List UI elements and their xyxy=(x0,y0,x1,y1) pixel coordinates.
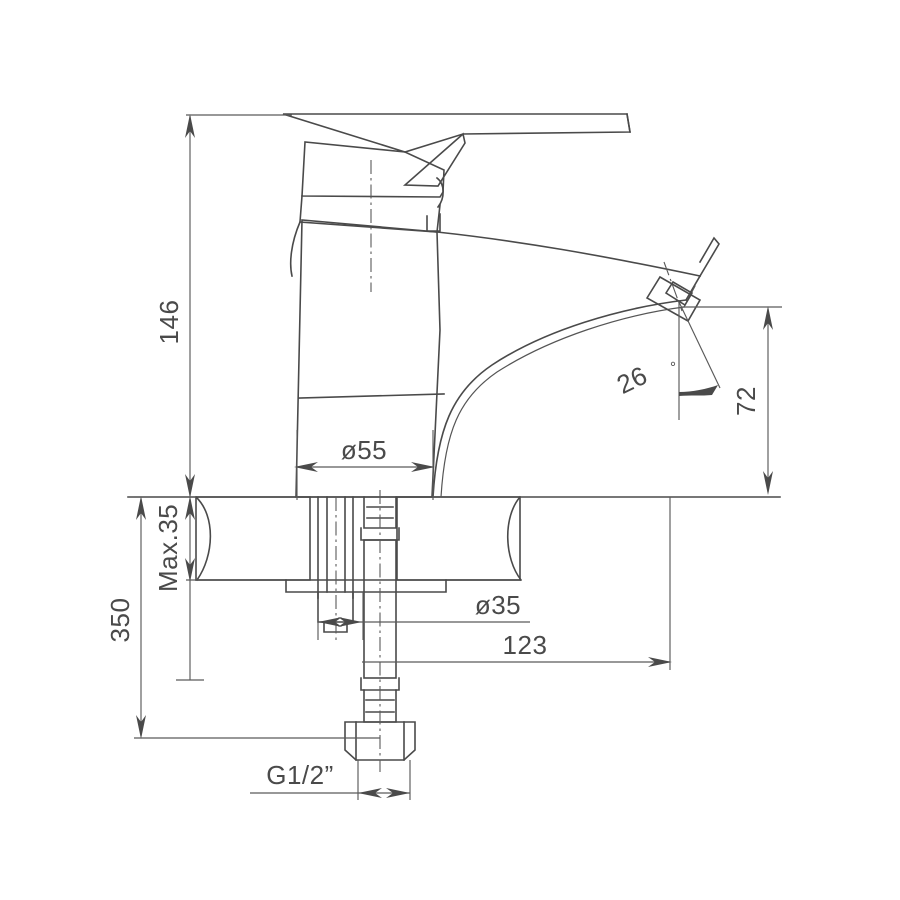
countertop xyxy=(127,495,781,582)
braided-hose xyxy=(344,490,416,772)
dimension-d55: ø55 xyxy=(294,430,435,500)
dim-26deg-label: 26 xyxy=(612,360,652,400)
dimension-123: 123 xyxy=(362,497,672,670)
dimension-350: 350 xyxy=(105,496,380,739)
dimension-g12: G1/2” xyxy=(250,760,411,800)
degree-symbol: ° xyxy=(670,359,676,376)
dim-max35-label: Max.35 xyxy=(153,504,183,592)
cartridge-housing xyxy=(299,141,445,233)
dimension-26deg: 26 ° xyxy=(612,301,721,420)
dim-d55-label: ø55 xyxy=(341,435,387,465)
dim-146-label: 146 xyxy=(154,300,184,345)
dimension-d35: ø35 xyxy=(317,590,530,640)
spout xyxy=(432,231,720,498)
dim-d35-label: ø35 xyxy=(475,590,521,620)
dim-123-label: 123 xyxy=(503,630,548,660)
dimension-146: 146 xyxy=(154,114,292,498)
dimension-72: 72 xyxy=(681,306,782,495)
dimension-max35: Max.35 xyxy=(153,496,250,681)
lever-handle xyxy=(282,113,631,187)
dim-350-label: 350 xyxy=(105,598,135,643)
dim-g12-label: G1/2” xyxy=(266,760,334,790)
dim-72-label: 72 xyxy=(731,386,761,416)
